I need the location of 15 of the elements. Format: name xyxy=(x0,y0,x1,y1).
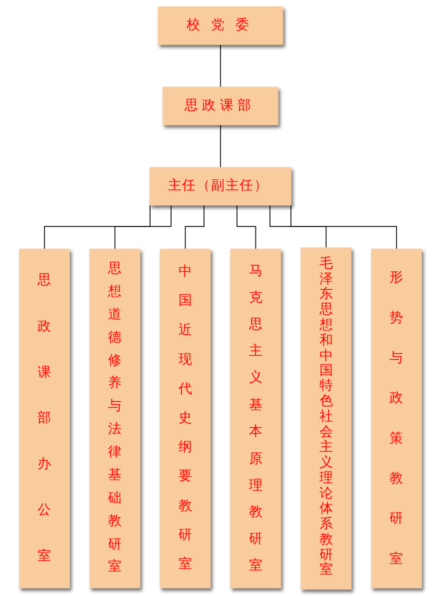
node-box: 毛泽东思想和中国特色社会主义理论体系教研室 xyxy=(300,247,352,590)
node-box: 校党委 xyxy=(158,6,284,45)
node-box: 中国近现代史纲要教研室 xyxy=(160,248,211,588)
connector xyxy=(220,124,221,168)
node-box: 思政课部 xyxy=(162,86,278,126)
node-box: 主任（副主任） xyxy=(150,167,292,206)
connector xyxy=(114,204,172,250)
connector xyxy=(236,204,256,250)
connector xyxy=(220,44,221,88)
node-box: 形势与政策教研室 xyxy=(371,248,422,588)
node-box: 思想道德修养与法律基础教研室 xyxy=(90,248,140,588)
node-box: 思政课部办公室 xyxy=(19,248,70,588)
connector xyxy=(270,204,327,248)
node-box: 马克思主义基本原理教研室 xyxy=(230,248,282,588)
connector xyxy=(184,204,204,250)
